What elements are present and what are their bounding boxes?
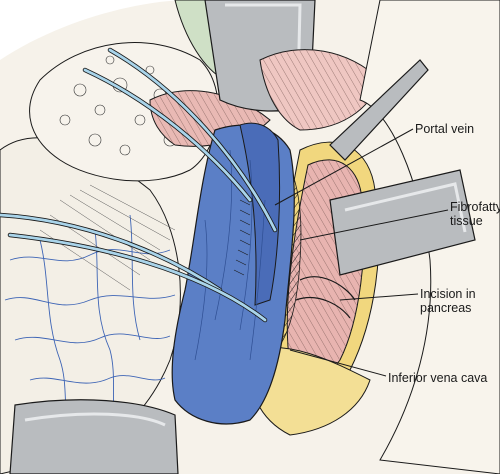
portal-vein xyxy=(239,122,281,306)
vessel-loops xyxy=(0,47,278,323)
vein-hatching xyxy=(233,199,251,276)
upper-right-tissue-hatch xyxy=(260,49,380,130)
leader-fibrofatty-tissue xyxy=(299,209,449,241)
lower-retractor xyxy=(9,399,179,474)
vein-contour-lines xyxy=(194,149,266,361)
leader-inferior-vena-cava xyxy=(289,349,387,377)
leader-incision-pancreas xyxy=(339,293,419,301)
pancreas-incision xyxy=(295,276,356,319)
right-retractor-middle-highlight xyxy=(344,182,467,233)
right-retractor-middle xyxy=(329,169,476,276)
label-fibrofatty-tissue: Fibrofatty tissue xyxy=(450,200,500,228)
leader-lines xyxy=(274,128,449,377)
leader-portal-vein xyxy=(274,128,414,206)
lower-retractor-highlight xyxy=(24,412,166,427)
label-portal-vein: Portal vein xyxy=(415,122,475,136)
right-retractor-upper xyxy=(329,59,429,161)
label-incision-in-pancreas: Incision in pancreas xyxy=(420,287,476,315)
upper-left-fat xyxy=(29,42,219,182)
label-inferior-vena-cava: Inferior vena cava xyxy=(388,371,488,385)
